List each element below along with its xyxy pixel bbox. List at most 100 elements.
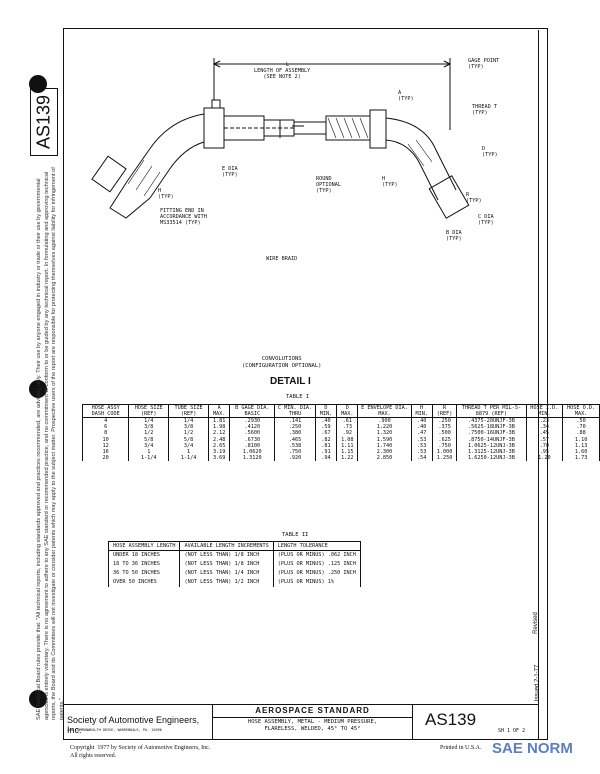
table-cell: .625 — [431, 436, 458, 443]
table-cell: (NOT LESS THAN) 1/4 INCH — [179, 569, 274, 578]
table-cell: .73 — [336, 424, 359, 431]
table-cell: .4120 — [229, 424, 276, 431]
table-cell: .750 — [431, 442, 458, 450]
table-cell: .70 — [562, 424, 600, 431]
table-cell: .250 — [431, 417, 458, 425]
table-row: 36 TO 50 INCHES(NOT LESS THAN) 1/4 INCH(… — [107, 569, 361, 578]
table-cell: 2.850 — [357, 455, 412, 462]
table-row: OVER 50 INCHES(NOT LESS THAN) 1/2 INCH(P… — [107, 578, 361, 587]
sae-norm-logo: SAE NORM — [492, 740, 573, 757]
side-notice-text: SAE Technical Board rules provide that: … — [36, 167, 65, 720]
table-cell: 1.0625-12UNJ-3B — [456, 442, 527, 450]
org-name: Society of Automotive Engineers, Inc. — [67, 715, 200, 735]
d-dim-label: D (TYP) — [482, 146, 498, 158]
length-note: LENGTH OF ASSEMBLY (SEE NOTE 2) — [254, 68, 311, 80]
title-block — [63, 704, 538, 741]
table-cell: 1-1/4 — [128, 455, 170, 462]
table1-caption: TABLE I — [286, 394, 310, 400]
table1-header-cell: THREAD T PER MIL-S-8879 (REF) — [456, 404, 527, 418]
c-dia-label: C DIA (TYP) — [478, 214, 494, 226]
table-cell: (PLUS OR MINUS) .125 INCH — [272, 560, 361, 569]
b-dia-label: B DIA (TYP) — [446, 230, 462, 242]
table-cell: OVER 50 INCHES — [107, 578, 181, 587]
table-cell: 20 — [81, 455, 130, 462]
e-dia-label: E DIA (TYP) — [222, 166, 238, 178]
table-cell: .40 — [314, 417, 338, 425]
table-cell: 1.60 — [562, 449, 600, 456]
table-cell: (PLUS OR MINUS) 1% — [272, 578, 361, 587]
table1-header-cell: HOSE O.D. MAX. — [562, 404, 600, 418]
table-cell: 12 — [81, 442, 130, 450]
table-cell: (NOT LESS THAN) 1/2 INCH — [179, 578, 274, 587]
document-number: AS139 — [425, 710, 477, 729]
detail-title: DETAIL I — [270, 376, 311, 387]
table-cell: 2.48 — [208, 436, 231, 443]
table-cell: 6 — [81, 424, 130, 431]
title-block-org: Society of Automotive Engineers, Inc. 40… — [63, 704, 213, 740]
table-cell: .54 — [410, 455, 433, 462]
table-cell: 1.250 — [431, 455, 458, 462]
binder-hole — [29, 690, 47, 708]
table1-header-cell: B GAGE DIA. BASIC — [229, 404, 276, 418]
table-cell: 16 — [81, 449, 130, 456]
table1-header-cell: HOSE ASSY DASH CODE — [81, 404, 130, 418]
table-cell: .141 — [274, 417, 316, 425]
table-cell: .40 — [410, 417, 433, 425]
binder-hole — [29, 380, 47, 398]
table-cell: 4 — [81, 417, 130, 425]
table-cell: 1.3125-12UNJ-3B — [456, 449, 527, 456]
table-cell: .5625-18UNJF-3B — [456, 424, 527, 431]
table-cell: 1.10 — [562, 436, 600, 443]
length-label: L — [286, 62, 290, 68]
table1-header-cell: H MIN. — [410, 404, 433, 418]
table-cell: (PLUS OR MINUS) .250 INCH — [272, 569, 361, 578]
h-left-label: H (TYP) — [158, 188, 174, 200]
table-cell: .6730 — [229, 436, 276, 443]
table-cell: 1.73 — [562, 455, 600, 462]
table-cell: 1-1/4 — [168, 455, 210, 462]
table-cell: .23 — [525, 417, 564, 425]
table2-header-cell: HOSE ASSEMBLY LENGTH — [107, 541, 181, 551]
table-cell: 1.13 — [562, 442, 600, 450]
table-cell: 3.19 — [208, 449, 231, 456]
table-cell: (PLUS OR MINUS) .062 INCH — [272, 550, 361, 560]
table-cell: .375 — [431, 424, 458, 431]
drawing-sheet — [63, 28, 548, 740]
table-cell: 1.3120 — [229, 455, 276, 462]
table-cell: 10 — [81, 436, 130, 443]
title-block-description: AEROSPACE STANDARD HOSE ASSEMBLY, METAL … — [213, 704, 413, 740]
table1-header-cell: HOSE I.D. MIN. — [525, 404, 564, 418]
table-cell: 18 TO 36 INCHES — [107, 560, 181, 569]
table-cell: (NOT LESS THAN) 1/8 INCH — [179, 550, 274, 560]
gage-point-label: GAGE POINT (TYP) — [468, 58, 500, 70]
table1-header-cell: TUBE SIZE (REF) — [168, 404, 210, 418]
copyright-notice: Copyright 1977 by Society of Automotive … — [70, 745, 211, 759]
table1-header-cell: HOSE SIZE (REF) — [128, 404, 170, 418]
table2-header-cell: AVAILABLE LENGTH INCREMENTS — [179, 541, 274, 551]
table-cell: 36 TO 50 INCHES — [107, 569, 181, 578]
table-cell: .900 — [357, 417, 412, 425]
printed-notice: Printed in U.S.A. — [440, 745, 482, 751]
table-cell: 2.12 — [208, 430, 231, 437]
wire-braid-label: WIRE BRAID — [266, 256, 298, 262]
table1-header-cell: C MIN. DIA. THRU — [274, 404, 316, 418]
table-cell: .4375-20UNJF-3B — [456, 417, 527, 425]
table-cell: 1.81 — [208, 417, 231, 425]
table2-caption: TABLE II — [282, 532, 309, 538]
table-cell: 1.22 — [336, 455, 359, 462]
table1-header-cell: A MAX. — [208, 404, 231, 418]
table-cell: .8100 — [229, 442, 276, 450]
convolutions-label: CONVOLUTIONS (CONFIGURATION OPTIONAL) — [242, 356, 322, 369]
table-cell: 1/4 — [128, 417, 170, 425]
org-address: 400 COMMONWEALTH DRIVE, WARRENDALE, PA. … — [67, 728, 162, 732]
table-cell: 3.69 — [208, 455, 231, 462]
standard-description: HOSE ASSEMBLY, METAL - MEDIUM PRESSURE, … — [247, 719, 378, 732]
r-dim-label: R (TYP) — [466, 192, 482, 204]
side-doc-number: AS139 — [33, 94, 54, 150]
round-optional-label: ROUND OPTIONAL (TYP) — [316, 176, 341, 194]
